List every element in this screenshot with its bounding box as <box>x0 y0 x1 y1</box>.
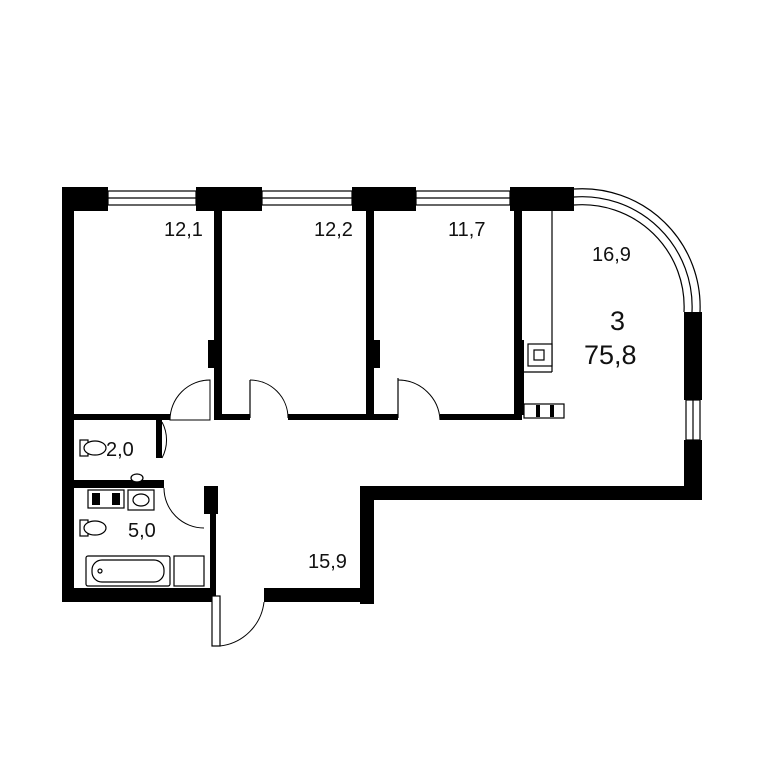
corridor-wall <box>74 414 170 420</box>
bottom-wall-left <box>62 588 216 602</box>
room-area-label: 15,9 <box>308 551 347 573</box>
room-area-label: 5,0 <box>128 520 156 542</box>
door <box>169 379 211 421</box>
corridor-wall <box>214 414 250 420</box>
door <box>397 379 441 421</box>
shelf <box>173 555 205 587</box>
partition <box>366 340 380 368</box>
bottom-wall-right <box>264 588 374 602</box>
toilet-icon <box>83 520 107 536</box>
partition <box>208 340 222 368</box>
bath-wall <box>204 486 218 514</box>
step-wall <box>372 486 702 500</box>
total-area-label: 75,8 <box>584 340 637 370</box>
sink-icon <box>130 473 144 483</box>
bay-window <box>573 188 701 313</box>
top-wall-segment <box>352 187 416 211</box>
exterior-walls <box>62 187 702 604</box>
fridge-icon <box>523 403 565 419</box>
room-area-label: 16,9 <box>592 244 631 266</box>
toilet-icon <box>83 440 107 456</box>
partition <box>214 368 222 416</box>
partition <box>366 368 374 416</box>
left-wall <box>62 187 74 602</box>
door <box>249 379 289 419</box>
partition <box>214 205 222 340</box>
fixtures <box>79 207 565 587</box>
corridor-wall <box>440 414 522 420</box>
partition <box>514 205 522 340</box>
partition <box>366 205 374 340</box>
windows <box>107 188 701 441</box>
wc-wall <box>156 420 162 458</box>
entrance-door-leaf <box>211 595 221 647</box>
partition <box>514 340 524 415</box>
bath-wall <box>210 514 216 590</box>
room-area-label: 12,2 <box>314 219 353 241</box>
entrance-door <box>219 601 265 647</box>
room-area-label: 11,7 <box>448 219 486 241</box>
door <box>163 487 205 529</box>
right-wall-segment <box>684 312 702 400</box>
top-wall-segment <box>62 187 108 211</box>
right-wall-segment <box>684 440 702 500</box>
interior-walls <box>74 205 524 590</box>
door <box>161 421 168 459</box>
rooms-count-label: 3 <box>610 306 626 336</box>
room-area-label: 2,0 <box>106 439 134 461</box>
top-wall-segment <box>196 187 262 211</box>
step-wall-vertical <box>360 486 374 604</box>
doors <box>161 378 441 647</box>
corridor-wall <box>288 414 398 420</box>
wc-wall <box>74 480 164 488</box>
room-area-label: 12,1 <box>164 219 203 241</box>
